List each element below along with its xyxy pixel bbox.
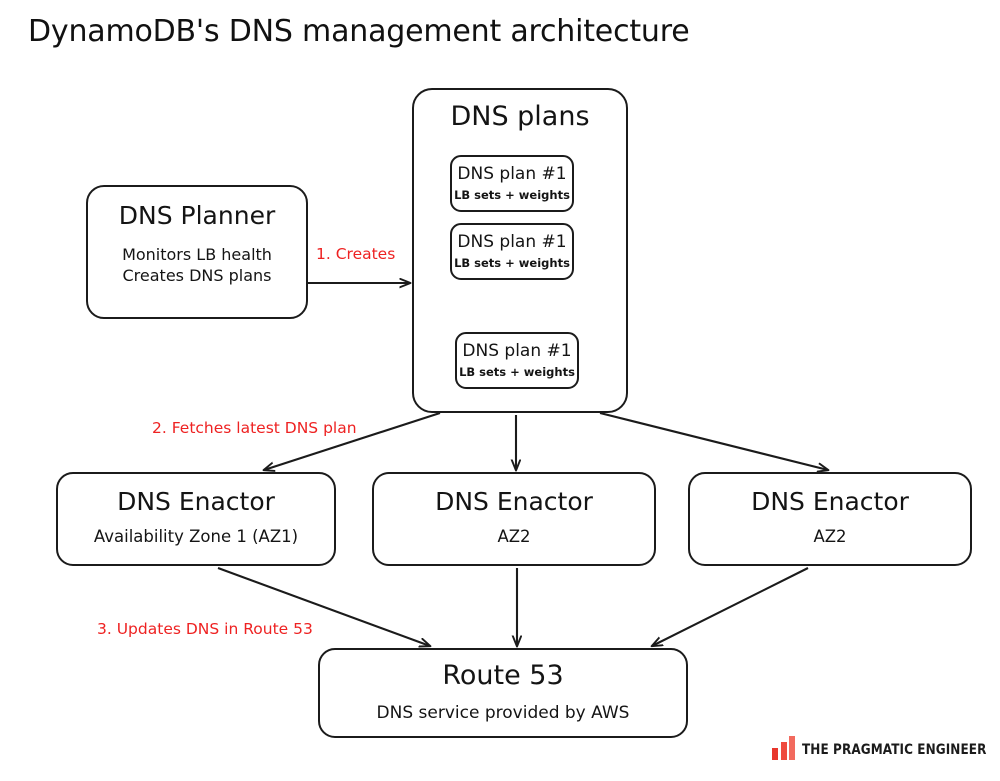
- node-dns-planner-subtitle: Monitors LB health Creates DNS plans: [122, 244, 272, 287]
- dns-plan-item-3-subtitle: LB sets + weights: [459, 364, 575, 379]
- dns-plan-item-1-subtitle: LB sets + weights: [454, 187, 570, 202]
- bar-chart-icon: [772, 736, 795, 760]
- arrow-enactor-az3-to-route53: [652, 567, 809, 646]
- pragmatic-engineer-logo-text: THE PRAGMATIC ENGINEER: [802, 742, 987, 758]
- node-dns-enactor-az2-title: DNS Enactor: [435, 487, 593, 517]
- dns-plan-item-2-title: DNS plan #1: [457, 232, 567, 253]
- node-dns-enactor-az3[interactable]: DNS Enactor AZ2: [688, 472, 972, 566]
- dns-plan-item-1[interactable]: DNS plan #1 LB sets + weights: [450, 155, 574, 212]
- node-dns-planner[interactable]: DNS Planner Monitors LB health Creates D…: [86, 185, 308, 319]
- node-dns-enactor-az2[interactable]: DNS Enactor AZ2: [372, 472, 656, 566]
- node-dns-plans-title: DNS plans: [450, 101, 590, 132]
- node-route-53[interactable]: Route 53 DNS service provided by AWS: [318, 648, 688, 738]
- node-dns-enactor-az3-subtitle: AZ2: [813, 526, 847, 546]
- node-route-53-title: Route 53: [442, 660, 564, 692]
- node-dns-planner-sub-line-2: Creates DNS plans: [122, 266, 272, 286]
- dns-plan-item-3-title: DNS plan #1: [462, 341, 572, 362]
- node-dns-enactor-az1-subtitle: Availability Zone 1 (AZ1): [93, 526, 299, 546]
- node-dns-enactor-az2-subtitle: AZ2: [497, 526, 531, 546]
- arrow-plans-to-enactor-az3: [599, 411, 828, 470]
- dns-plan-item-3[interactable]: DNS plan #1 LB sets + weights: [455, 332, 579, 389]
- node-route-53-subtitle: DNS service provided by AWS: [376, 702, 630, 723]
- node-dns-enactor-az1-title: DNS Enactor: [117, 487, 275, 517]
- pragmatic-engineer-logo: THE PRAGMATIC ENGINEER: [772, 736, 1000, 760]
- node-dns-planner-title: DNS Planner: [118, 201, 276, 230]
- step-label-1-creates: 1. Creates: [316, 245, 396, 263]
- step-label-2-fetches-latest-dns-plan: 2. Fetches latest DNS plan: [152, 419, 357, 437]
- step-label-3-updates-dns-in-route-53: 3. Updates DNS in Route 53: [97, 620, 313, 638]
- dns-plan-item-2[interactable]: DNS plan #1 LB sets + weights: [450, 223, 574, 280]
- node-dns-enactor-az3-title: DNS Enactor: [751, 487, 909, 517]
- node-dns-enactor-az1[interactable]: DNS Enactor Availability Zone 1 (AZ1): [56, 472, 336, 566]
- node-dns-planner-sub-line-1: Monitors LB health: [122, 244, 272, 264]
- page-title: DynamoDB's DNS management architecture: [28, 14, 690, 49]
- dns-plan-item-2-subtitle: LB sets + weights: [454, 255, 570, 270]
- dns-plan-item-1-title: DNS plan #1: [457, 164, 567, 185]
